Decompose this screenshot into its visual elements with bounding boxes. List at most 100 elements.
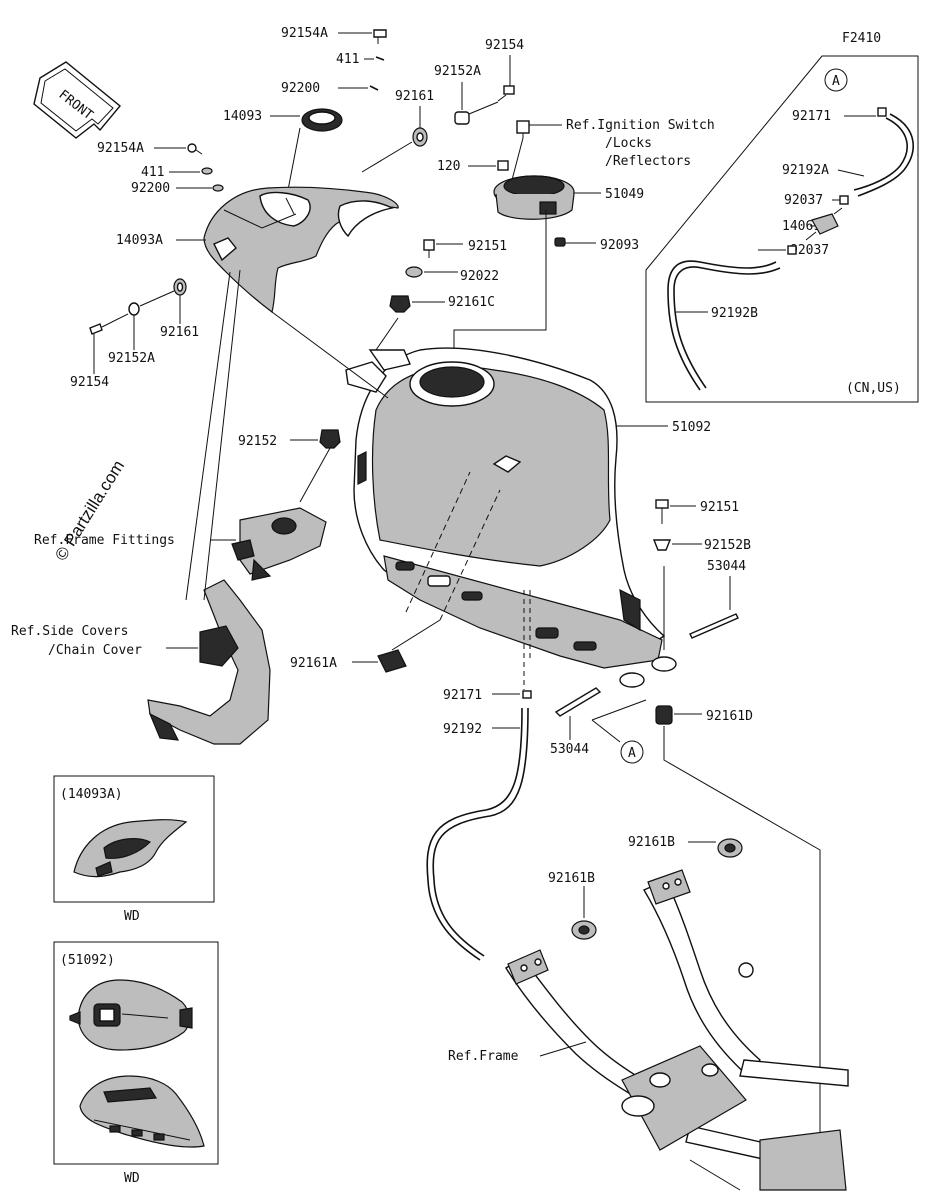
screw-icon — [497, 160, 509, 171]
label-92171: 92171 — [443, 688, 482, 703]
damper-icon — [655, 705, 673, 725]
frame-fitting-bracket — [231, 507, 327, 581]
label-92161-left: 92161 — [160, 325, 199, 340]
label-inset-92037-top: 92037 — [784, 193, 823, 208]
label-92161C: 92161C — [448, 295, 495, 310]
label-inset-92171: 92171 — [792, 109, 831, 124]
inset-box-cn-us — [645, 55, 919, 403]
ref-side-covers-2: /Chain Cover — [48, 643, 142, 658]
fuel-filter-icon — [805, 207, 843, 241]
label-92161B-left: 92161B — [548, 871, 595, 886]
screw-icon — [187, 143, 203, 155]
front-arrow-icon: FRONT — [33, 61, 121, 139]
label-92152A-top: 92152A — [434, 64, 481, 79]
label-92154-left: 92154 — [70, 375, 109, 390]
variant-box-14093A — [53, 775, 215, 903]
washer-icon — [405, 266, 423, 278]
label-92192: 92192 — [443, 722, 482, 737]
label-92200-top: 92200 — [281, 81, 320, 96]
label-92161D: 92161D — [706, 709, 753, 724]
label-92152A-left: 92152A — [108, 351, 155, 366]
label-92200-left: 92200 — [131, 181, 170, 196]
variant-14093A-code: (14093A) — [60, 787, 123, 802]
bolt-icon — [516, 120, 530, 138]
grommet-icon — [412, 127, 428, 147]
motorcycle-frame — [505, 869, 849, 1191]
label-53044-right: 53044 — [707, 559, 746, 574]
grommet-icon — [571, 920, 597, 940]
label-92161A: 92161A — [290, 656, 337, 671]
rubber-strip-icon — [554, 687, 602, 717]
collar-icon — [128, 302, 140, 316]
label-92161-top: 92161 — [395, 89, 434, 104]
variant-box-51092 — [53, 941, 219, 1165]
label-92154A-top: 92154A — [281, 26, 328, 41]
fuel-tank — [345, 347, 677, 688]
bolt-icon — [423, 239, 435, 258]
rubber-strip-icon — [689, 613, 739, 639]
damper-icon — [319, 429, 341, 449]
label-inset-92037-bottom: 92037 — [790, 243, 829, 258]
clamp-icon — [839, 195, 849, 205]
label-92154-top: 92154 — [485, 38, 524, 53]
label-inset-14069: 14069 — [782, 219, 821, 234]
label-inset-92192B: 92192B — [711, 306, 758, 321]
grommet-icon — [717, 838, 743, 858]
label-411-top: 411 — [336, 52, 359, 67]
ref-ignition-2: /Locks — [605, 136, 652, 151]
variant-51092-tank-top — [69, 979, 193, 1051]
screw-icon — [373, 29, 387, 44]
ref-frame: Ref.Frame — [448, 1049, 519, 1064]
label-92151-top: 92151 — [468, 239, 507, 254]
washer-icon — [212, 184, 224, 192]
label-92154A-left: 92154A — [97, 141, 144, 156]
inset-callout-a-icon — [824, 68, 848, 92]
inset-callout-a-label: A — [832, 74, 840, 89]
ref-side-covers-1: Ref.Side Covers — [11, 624, 128, 639]
fuel-cap-assembly — [493, 175, 575, 220]
ref-ignition-1: Ref.Ignition Switch — [566, 118, 715, 133]
label-92022: 92022 — [460, 269, 499, 284]
variant-51092-tank-side — [79, 1075, 205, 1148]
label-51092: 51092 — [672, 420, 711, 435]
damper-icon — [389, 295, 411, 313]
ref-frame-fittings: Ref.Frame Fittings — [34, 533, 175, 548]
side-cover-bracket — [147, 579, 271, 745]
label-92093: 92093 — [600, 238, 639, 253]
grommet-icon — [173, 278, 187, 296]
label-120: 120 — [437, 159, 460, 174]
label-92151-right: 92151 — [700, 500, 739, 515]
label-92161B-right: 92161B — [628, 835, 675, 850]
clamp-icon — [522, 690, 532, 699]
fuel-tank-cover — [203, 186, 399, 314]
collar-icon — [652, 539, 672, 551]
variant-51092-code: (51092) — [60, 953, 115, 968]
callout-a-icon — [620, 740, 644, 764]
seal-icon — [554, 237, 566, 247]
fuel-cap-ring-icon — [301, 108, 343, 132]
label-92152B: 92152B — [704, 538, 751, 553]
bolt-icon — [497, 85, 515, 102]
label-14093A: 14093A — [116, 233, 163, 248]
label-53044-bottom: 53044 — [550, 742, 589, 757]
clamp-icon — [787, 245, 797, 255]
label-51049: 51049 — [605, 187, 644, 202]
damper-block-icon — [377, 649, 407, 673]
label-14093: 14093 — [223, 109, 262, 124]
variant-14093A-caption: WD — [124, 909, 140, 924]
callout-a-label: A — [628, 746, 636, 761]
washer-icon — [201, 167, 213, 175]
hose-92192A — [853, 117, 908, 191]
bolt-icon — [655, 499, 669, 524]
watermark: © Partzilla.com — [51, 457, 128, 564]
variant-14093A-cover — [73, 819, 188, 878]
clamp-icon — [877, 107, 887, 117]
ref-ignition-3: /Reflectors — [605, 154, 691, 169]
bolt-icon — [89, 313, 129, 335]
diagram-code: F2410 — [842, 31, 881, 46]
drain-hose — [432, 707, 529, 957]
hose-92192B — [667, 260, 777, 391]
inset-region-label: (CN,US) — [846, 381, 901, 396]
